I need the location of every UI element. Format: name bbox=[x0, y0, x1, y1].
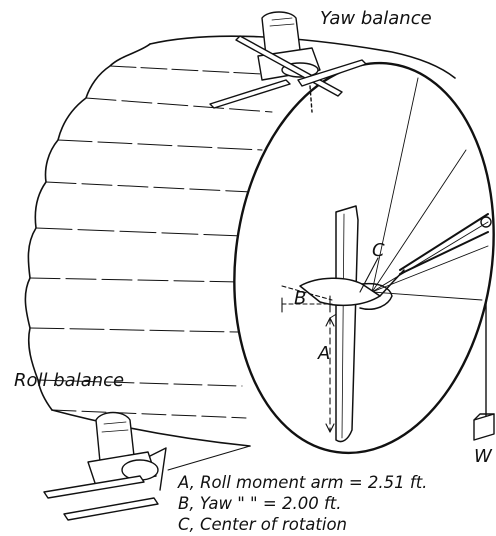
legend-roll-arm: A, Roll moment arm = 2.51 ft. bbox=[178, 473, 428, 492]
dimension-a-label: B bbox=[294, 288, 307, 309]
dimension-b-label: A bbox=[318, 343, 331, 364]
yaw-balance-label: Yaw balance bbox=[320, 8, 432, 29]
drum-body bbox=[24, 35, 456, 447]
airfoil-model bbox=[299, 205, 405, 443]
roll-balance-label: Roll balance bbox=[14, 370, 125, 391]
floor-line bbox=[167, 445, 251, 471]
weight-w bbox=[473, 299, 495, 441]
weight-label: W bbox=[474, 446, 492, 467]
legend-center: C, Center of rotation bbox=[178, 515, 348, 534]
center-c-label: C bbox=[372, 240, 385, 261]
roll-balance bbox=[43, 411, 167, 521]
front-disk bbox=[233, 61, 495, 455]
dimension-lines bbox=[281, 257, 379, 433]
yaw-balance bbox=[209, 11, 367, 113]
legend-yaw-arm: B, Yaw " " = 2.00 ft. bbox=[178, 494, 342, 513]
